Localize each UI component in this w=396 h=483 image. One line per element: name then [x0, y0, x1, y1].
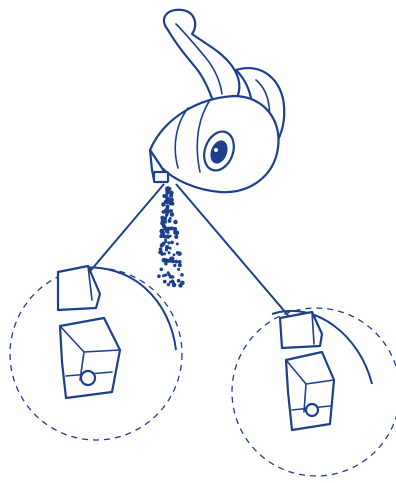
spray-droplet	[167, 241, 171, 245]
eye-pupil	[210, 140, 228, 164]
spray-droplet	[164, 248, 169, 252]
spray-droplet	[164, 238, 168, 242]
callout-left	[9, 264, 183, 441]
spray-droplet	[166, 189, 170, 193]
nozzle-head-band-2	[196, 99, 211, 173]
connector-line-right	[175, 183, 293, 321]
callout-left-dashed-circle	[9, 267, 183, 441]
spray-droplet	[170, 275, 175, 279]
nozzle-tube-highlight	[175, 23, 223, 95]
spray-droplet	[170, 201, 175, 206]
spray-droplet	[173, 283, 177, 287]
spray-droplet	[169, 194, 174, 198]
spray-droplet	[162, 279, 167, 284]
spray-droplet	[180, 273, 184, 277]
spray-droplet	[177, 263, 182, 268]
spray-droplet	[164, 213, 169, 217]
nozzle-orifice	[152, 170, 170, 184]
spray-droplet	[162, 234, 167, 239]
spray-droplet	[162, 219, 168, 224]
nozzle-head-band	[174, 107, 189, 169]
spray-droplet	[161, 224, 166, 229]
spray-droplet	[168, 280, 172, 284]
spray-droplet	[169, 212, 175, 217]
spray-droplet	[174, 259, 179, 264]
spray-droplet	[172, 253, 176, 257]
spray-droplet	[169, 209, 173, 213]
spray-droplet	[173, 226, 178, 231]
spray-droplet	[161, 231, 165, 236]
spray-droplet	[158, 247, 163, 251]
spray-droplet	[160, 252, 164, 256]
connector-line-left	[85, 183, 165, 277]
spray-droplet	[159, 234, 164, 238]
spray-droplet	[168, 246, 172, 250]
callout-left-box	[58, 316, 122, 400]
callout-right-box-knob	[304, 402, 320, 418]
spray-droplet	[165, 234, 171, 239]
nozzle-tube	[162, 8, 241, 106]
spray-droplet	[173, 263, 177, 268]
spray-droplet	[168, 216, 172, 220]
spray-droplet	[168, 190, 174, 196]
spray-droplet	[170, 240, 174, 245]
spray-droplet	[165, 208, 169, 212]
spray-droplet	[177, 260, 182, 264]
spray-droplet	[171, 279, 175, 283]
callout-left-box-knob	[79, 369, 97, 387]
spray-droplet	[163, 216, 168, 221]
spray-droplet	[176, 278, 181, 283]
spray-droplet	[164, 194, 169, 199]
spray-droplet	[173, 219, 178, 225]
callout-right-nozzle	[278, 310, 324, 350]
callout-right-arc	[271, 309, 373, 385]
spray-droplet	[168, 258, 173, 263]
spray-droplet	[166, 271, 170, 275]
spray-nozzle	[148, 8, 286, 194]
eye-glint	[214, 148, 218, 152]
spray-droplet	[164, 199, 170, 205]
spray-droplet	[159, 267, 164, 272]
spray-droplet	[174, 234, 179, 239]
spray-droplet	[160, 218, 164, 222]
callout-left-nozzle-edge	[87, 265, 93, 301]
spray-droplet	[161, 241, 166, 246]
callout-right-nozzle-edge	[311, 311, 315, 345]
spray-droplet	[178, 283, 183, 288]
callout-left-nozzle	[56, 264, 102, 312]
spray-droplet	[167, 186, 171, 190]
spray-droplet	[157, 274, 161, 279]
spray-droplet	[161, 202, 166, 207]
spray-droplet	[163, 273, 168, 277]
spray-droplet	[177, 267, 181, 271]
callout-right-box-fold-2	[303, 383, 307, 413]
spray-droplet	[166, 226, 171, 231]
callout-left-arc	[77, 266, 177, 351]
spray-droplet	[177, 251, 182, 256]
spray-droplet	[167, 251, 171, 255]
spray-droplet	[162, 210, 166, 214]
spray-droplet	[167, 218, 172, 223]
spray-droplet	[166, 282, 171, 287]
callout-right	[231, 307, 396, 477]
spray-droplet	[175, 242, 179, 246]
spray-droplets	[157, 186, 185, 288]
spray-droplet	[162, 252, 167, 256]
callout-right-box	[284, 350, 336, 432]
spray-droplet	[164, 261, 168, 266]
